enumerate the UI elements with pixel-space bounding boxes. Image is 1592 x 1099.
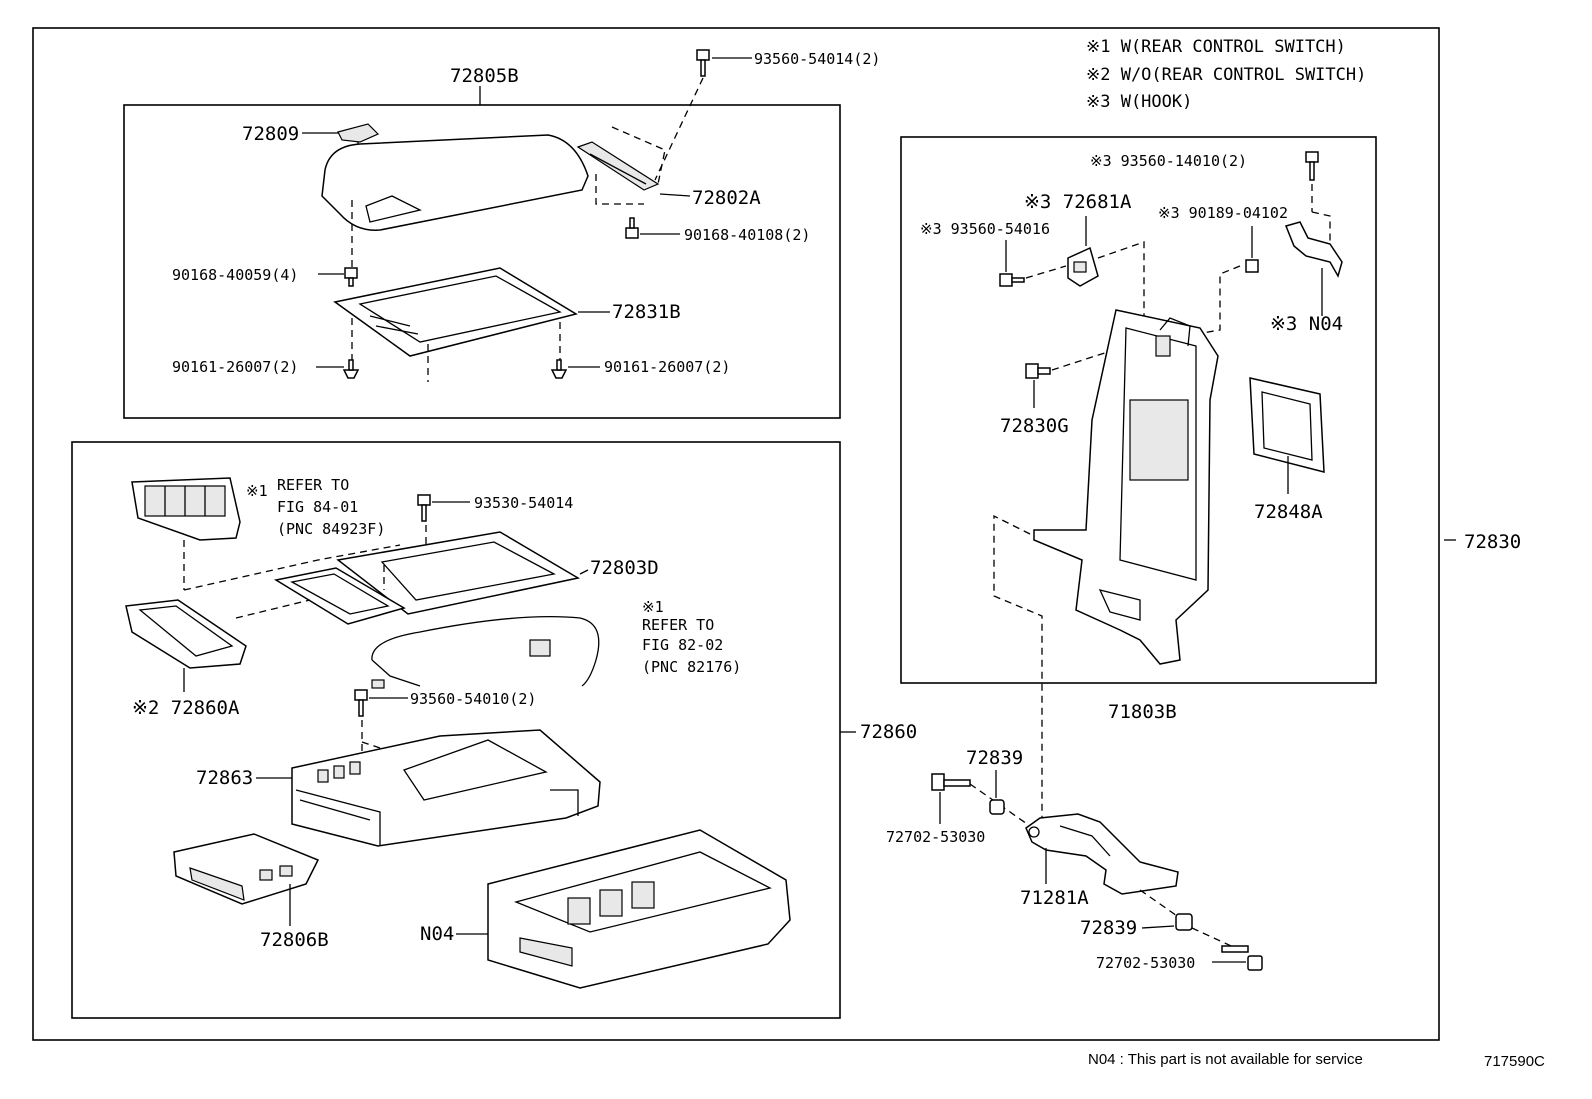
label-refer2-line1: REFER TO bbox=[642, 616, 714, 634]
label-refer2-mark: ※1 bbox=[642, 598, 664, 616]
bracket-assembly bbox=[931, 770, 1263, 971]
lid-72805B bbox=[321, 134, 589, 231]
label-93530-54014: 93530-54014 bbox=[474, 494, 573, 512]
label-72702-53030-bottom: 72702-53030 bbox=[1096, 954, 1195, 972]
label-72805B: 72805B bbox=[450, 65, 519, 87]
label-N04-right: ※3 N04 bbox=[1270, 313, 1343, 335]
label-90161-26007-left: 90161-26007(2) bbox=[172, 358, 298, 376]
diagram-code: 717590C bbox=[1484, 1053, 1545, 1070]
label-refer2-line2: FIG 82-02 bbox=[642, 636, 723, 654]
note-3: ※3 W(HOOK) bbox=[1086, 92, 1192, 112]
label-72839-bottom: 72839 bbox=[1080, 917, 1137, 939]
label-72830G: 72830G bbox=[1000, 415, 1069, 437]
screw-90168-40059 bbox=[344, 267, 358, 287]
bolt-72702-53030-top bbox=[931, 773, 971, 791]
label-90168-40059: 90168-40059(4) bbox=[172, 266, 298, 284]
label-72830: 72830 bbox=[1464, 531, 1521, 553]
label-72860A: ※2 72860A bbox=[132, 697, 240, 719]
armrest-assembly bbox=[993, 151, 1343, 820]
tray-72860A bbox=[125, 599, 247, 669]
part-72809 bbox=[337, 123, 380, 143]
label-90189-04102: ※3 90189-04102 bbox=[1158, 204, 1288, 222]
label-71281A: 71281A bbox=[1020, 887, 1089, 909]
label-N04-left: N04 bbox=[420, 923, 454, 945]
screw-93560-54010 bbox=[354, 689, 368, 717]
outer-frame bbox=[32, 27, 1440, 1041]
label-93560-14010: ※3 93560-14010(2) bbox=[1090, 152, 1247, 170]
label-93560-54010: 93560-54010(2) bbox=[410, 690, 536, 708]
label-93560-54014: 93560-54014(2) bbox=[754, 50, 880, 68]
label-72702-53030-top: 72702-53030 bbox=[886, 828, 985, 846]
label-90161-26007-right: 90161-26007(2) bbox=[604, 358, 730, 376]
label-72681A: ※3 72681A bbox=[1024, 191, 1132, 213]
label-refer1-line1: REFER TO bbox=[277, 476, 349, 494]
label-72802A: 72802A bbox=[692, 187, 761, 209]
label-72806B: 72806B bbox=[260, 929, 329, 951]
screw-93560-54014 bbox=[696, 49, 710, 77]
label-72831B: 72831B bbox=[612, 301, 681, 323]
bolt-72702-53030-bottom bbox=[1221, 945, 1263, 971]
wire-harness bbox=[371, 615, 600, 687]
box-72863 bbox=[291, 729, 601, 847]
bushing-72839-top bbox=[989, 799, 1005, 815]
unit-72806B bbox=[173, 833, 320, 905]
bracket-72802A bbox=[576, 141, 660, 191]
screw-90168-40108 bbox=[625, 217, 639, 239]
label-refer2-line3: (PNC 82176) bbox=[642, 658, 741, 676]
rear-control-switch bbox=[131, 477, 241, 541]
label-72863: 72863 bbox=[196, 767, 253, 789]
label-90168-40108: 90168-40108(2) bbox=[684, 226, 810, 244]
screw-90161-26007-left bbox=[342, 359, 360, 379]
label-72839-top: 72839 bbox=[966, 747, 1023, 769]
lid-assembly bbox=[302, 49, 752, 382]
screw-93560-54016 bbox=[999, 273, 1025, 287]
label-refer1-line2: FIG 84-01 bbox=[277, 498, 358, 516]
note-1: ※1 W(REAR CONTROL SWITCH) bbox=[1086, 37, 1346, 57]
label-72848A: 72848A bbox=[1254, 501, 1323, 523]
frame-71803B bbox=[1033, 309, 1219, 665]
panel-72848A bbox=[1249, 377, 1325, 473]
box-assembly bbox=[125, 477, 856, 989]
bushing-72839-bottom bbox=[1175, 913, 1193, 931]
label-71803B: 71803B bbox=[1108, 701, 1177, 723]
base-N04 bbox=[487, 829, 791, 989]
nut-90189-04102 bbox=[1245, 259, 1259, 273]
note-2: ※2 W/O(REAR CONTROL SWITCH) bbox=[1086, 65, 1366, 85]
label-72803D: 72803D bbox=[590, 557, 659, 579]
pin-72830G bbox=[1025, 363, 1051, 379]
plate-72831B bbox=[333, 267, 578, 357]
bracket-71281A bbox=[1025, 813, 1179, 895]
lid-assembly-box bbox=[123, 104, 841, 419]
label-72860: 72860 bbox=[860, 721, 917, 743]
screw-93560-14010 bbox=[1305, 151, 1319, 181]
part-72681A bbox=[1067, 246, 1099, 287]
box-assembly-box bbox=[71, 441, 841, 1019]
armrest-assembly-box bbox=[900, 136, 1377, 684]
label-refer1-mark: ※1 bbox=[246, 482, 268, 500]
label-93560-54016: ※3 93560-54016 bbox=[920, 220, 1050, 238]
screw-93530-54014 bbox=[417, 494, 431, 522]
label-refer1-line3: (PNC 84923F) bbox=[277, 520, 385, 538]
label-72809: 72809 bbox=[242, 123, 299, 145]
hook-N04 bbox=[1284, 221, 1343, 278]
footer-note: N04 : This part is not available for ser… bbox=[1088, 1051, 1363, 1068]
screw-90161-26007-right bbox=[550, 359, 568, 379]
